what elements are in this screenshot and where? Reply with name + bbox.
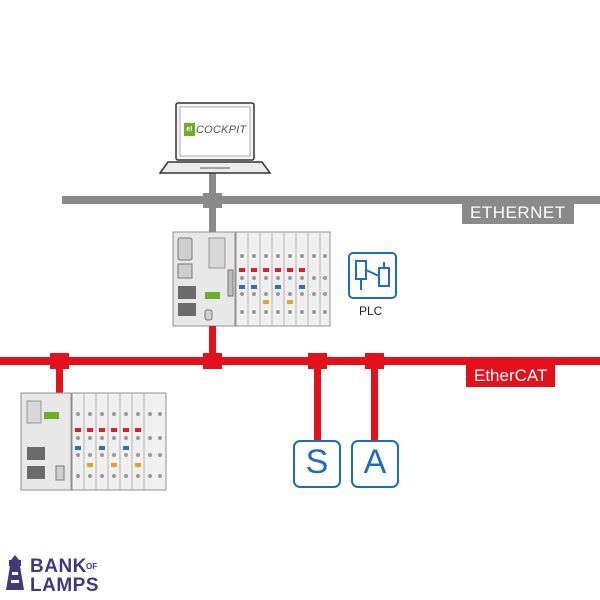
actuator-node-box: [351, 440, 399, 488]
actuator-node-letter: A: [363, 443, 387, 481]
laptop-brand-badge: e!: [184, 123, 195, 136]
plc-label: PLC: [359, 304, 383, 318]
coupler-drop-line: [56, 361, 63, 395]
ethernet-label: ETHERNET: [462, 202, 574, 224]
plc-controller-module: [172, 231, 331, 327]
laptop-brand-label: COCKPIT: [196, 124, 247, 136]
a-drop-line: [371, 361, 378, 443]
ethercat-bus-line: [0, 357, 600, 365]
sensor-node-box: [293, 440, 341, 488]
plc-drop-line: [209, 326, 216, 362]
watermark-line1: BANK: [30, 556, 87, 577]
ethercat-junction-plc: [203, 353, 222, 369]
ethernet-junction-laptop: [203, 193, 222, 208]
ethernet-bus-line: [62, 196, 600, 204]
ethercat-coupler-module: [20, 392, 167, 491]
laptop-icon: [158, 102, 272, 174]
ethercat-label: EtherCAT: [466, 365, 556, 387]
lighthouse-logo-icon: [6, 555, 24, 590]
plc-icon: [348, 252, 397, 299]
s-drop-line: [314, 361, 321, 443]
watermark-line1-small: OF: [86, 562, 98, 571]
sensor-node-letter: S: [305, 443, 329, 481]
watermark-line2: LAMPS: [30, 575, 99, 596]
